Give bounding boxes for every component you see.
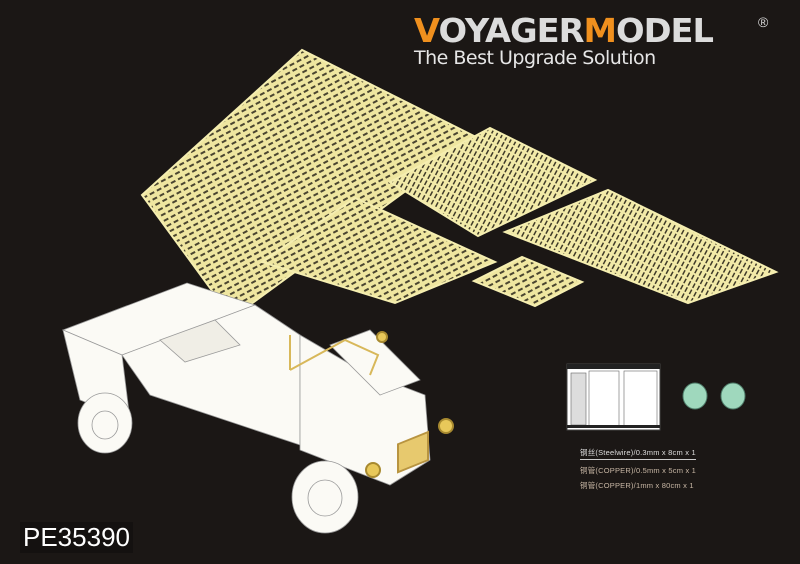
brand-logo: VOYAGERMODEL: [414, 11, 714, 50]
vehicle-illustration: [61, 282, 431, 534]
registered-mark: ®: [758, 14, 769, 30]
pe-sheet-lower: [259, 196, 498, 305]
extra-steelwire: 钢丝(Steelwire)/0.3mm x 8cm x 1: [580, 447, 696, 460]
logo-letter-m: M: [583, 11, 616, 50]
extra-copper-05: 铜管(COPPER)/0.5mm x 5cm x 1: [580, 466, 697, 475]
vehicle-brass-parts: [289, 331, 454, 478]
logo-text-1: OYAGER: [438, 11, 584, 50]
logo-text-2: ODEL: [615, 11, 714, 50]
extra-copper-1: 铜管(COPPER)/1mm x 80cm x 1: [580, 481, 694, 490]
pe-sheet-middle: [387, 126, 598, 238]
lens-parts: [682, 382, 746, 410]
pe-sheet-small: [471, 255, 585, 308]
tagline: The Best Upgrade Solution: [414, 47, 656, 69]
product-code: PE35390: [20, 522, 133, 553]
logo-letter-v: V: [414, 11, 439, 50]
pe-sheet-right: [502, 188, 779, 305]
inset-pe-sheet: [566, 363, 661, 431]
